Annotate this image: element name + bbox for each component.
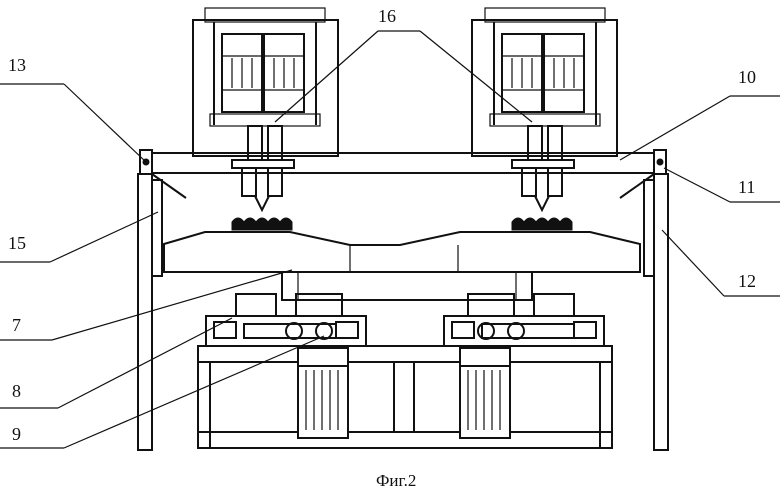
lower-right-assembly: [443, 293, 605, 347]
figure-caption: Фиг.2: [376, 471, 416, 490]
lower-left-motor: [297, 347, 349, 439]
rail-workpiece: [163, 231, 641, 301]
callout-15: 15: [8, 233, 26, 253]
callout-16: 16: [378, 6, 396, 26]
lower-left-assembly: [205, 293, 367, 347]
callout-12: 12: [738, 271, 756, 291]
callout-8: 8: [12, 381, 21, 401]
left-drive-unit: [192, 7, 339, 231]
callout-10: 10: [738, 67, 756, 87]
main-beam: [139, 149, 667, 175]
callout-13: 13: [8, 55, 26, 75]
side-posts: [137, 173, 669, 451]
callout-7: 7: [12, 315, 21, 335]
base-frame: [197, 345, 613, 449]
callout-9: 9: [12, 424, 21, 444]
right-drive-unit: [471, 7, 618, 231]
callout-11: 11: [738, 177, 755, 197]
leader-lines: [0, 30, 780, 449]
lower-right-motor: [459, 347, 511, 439]
